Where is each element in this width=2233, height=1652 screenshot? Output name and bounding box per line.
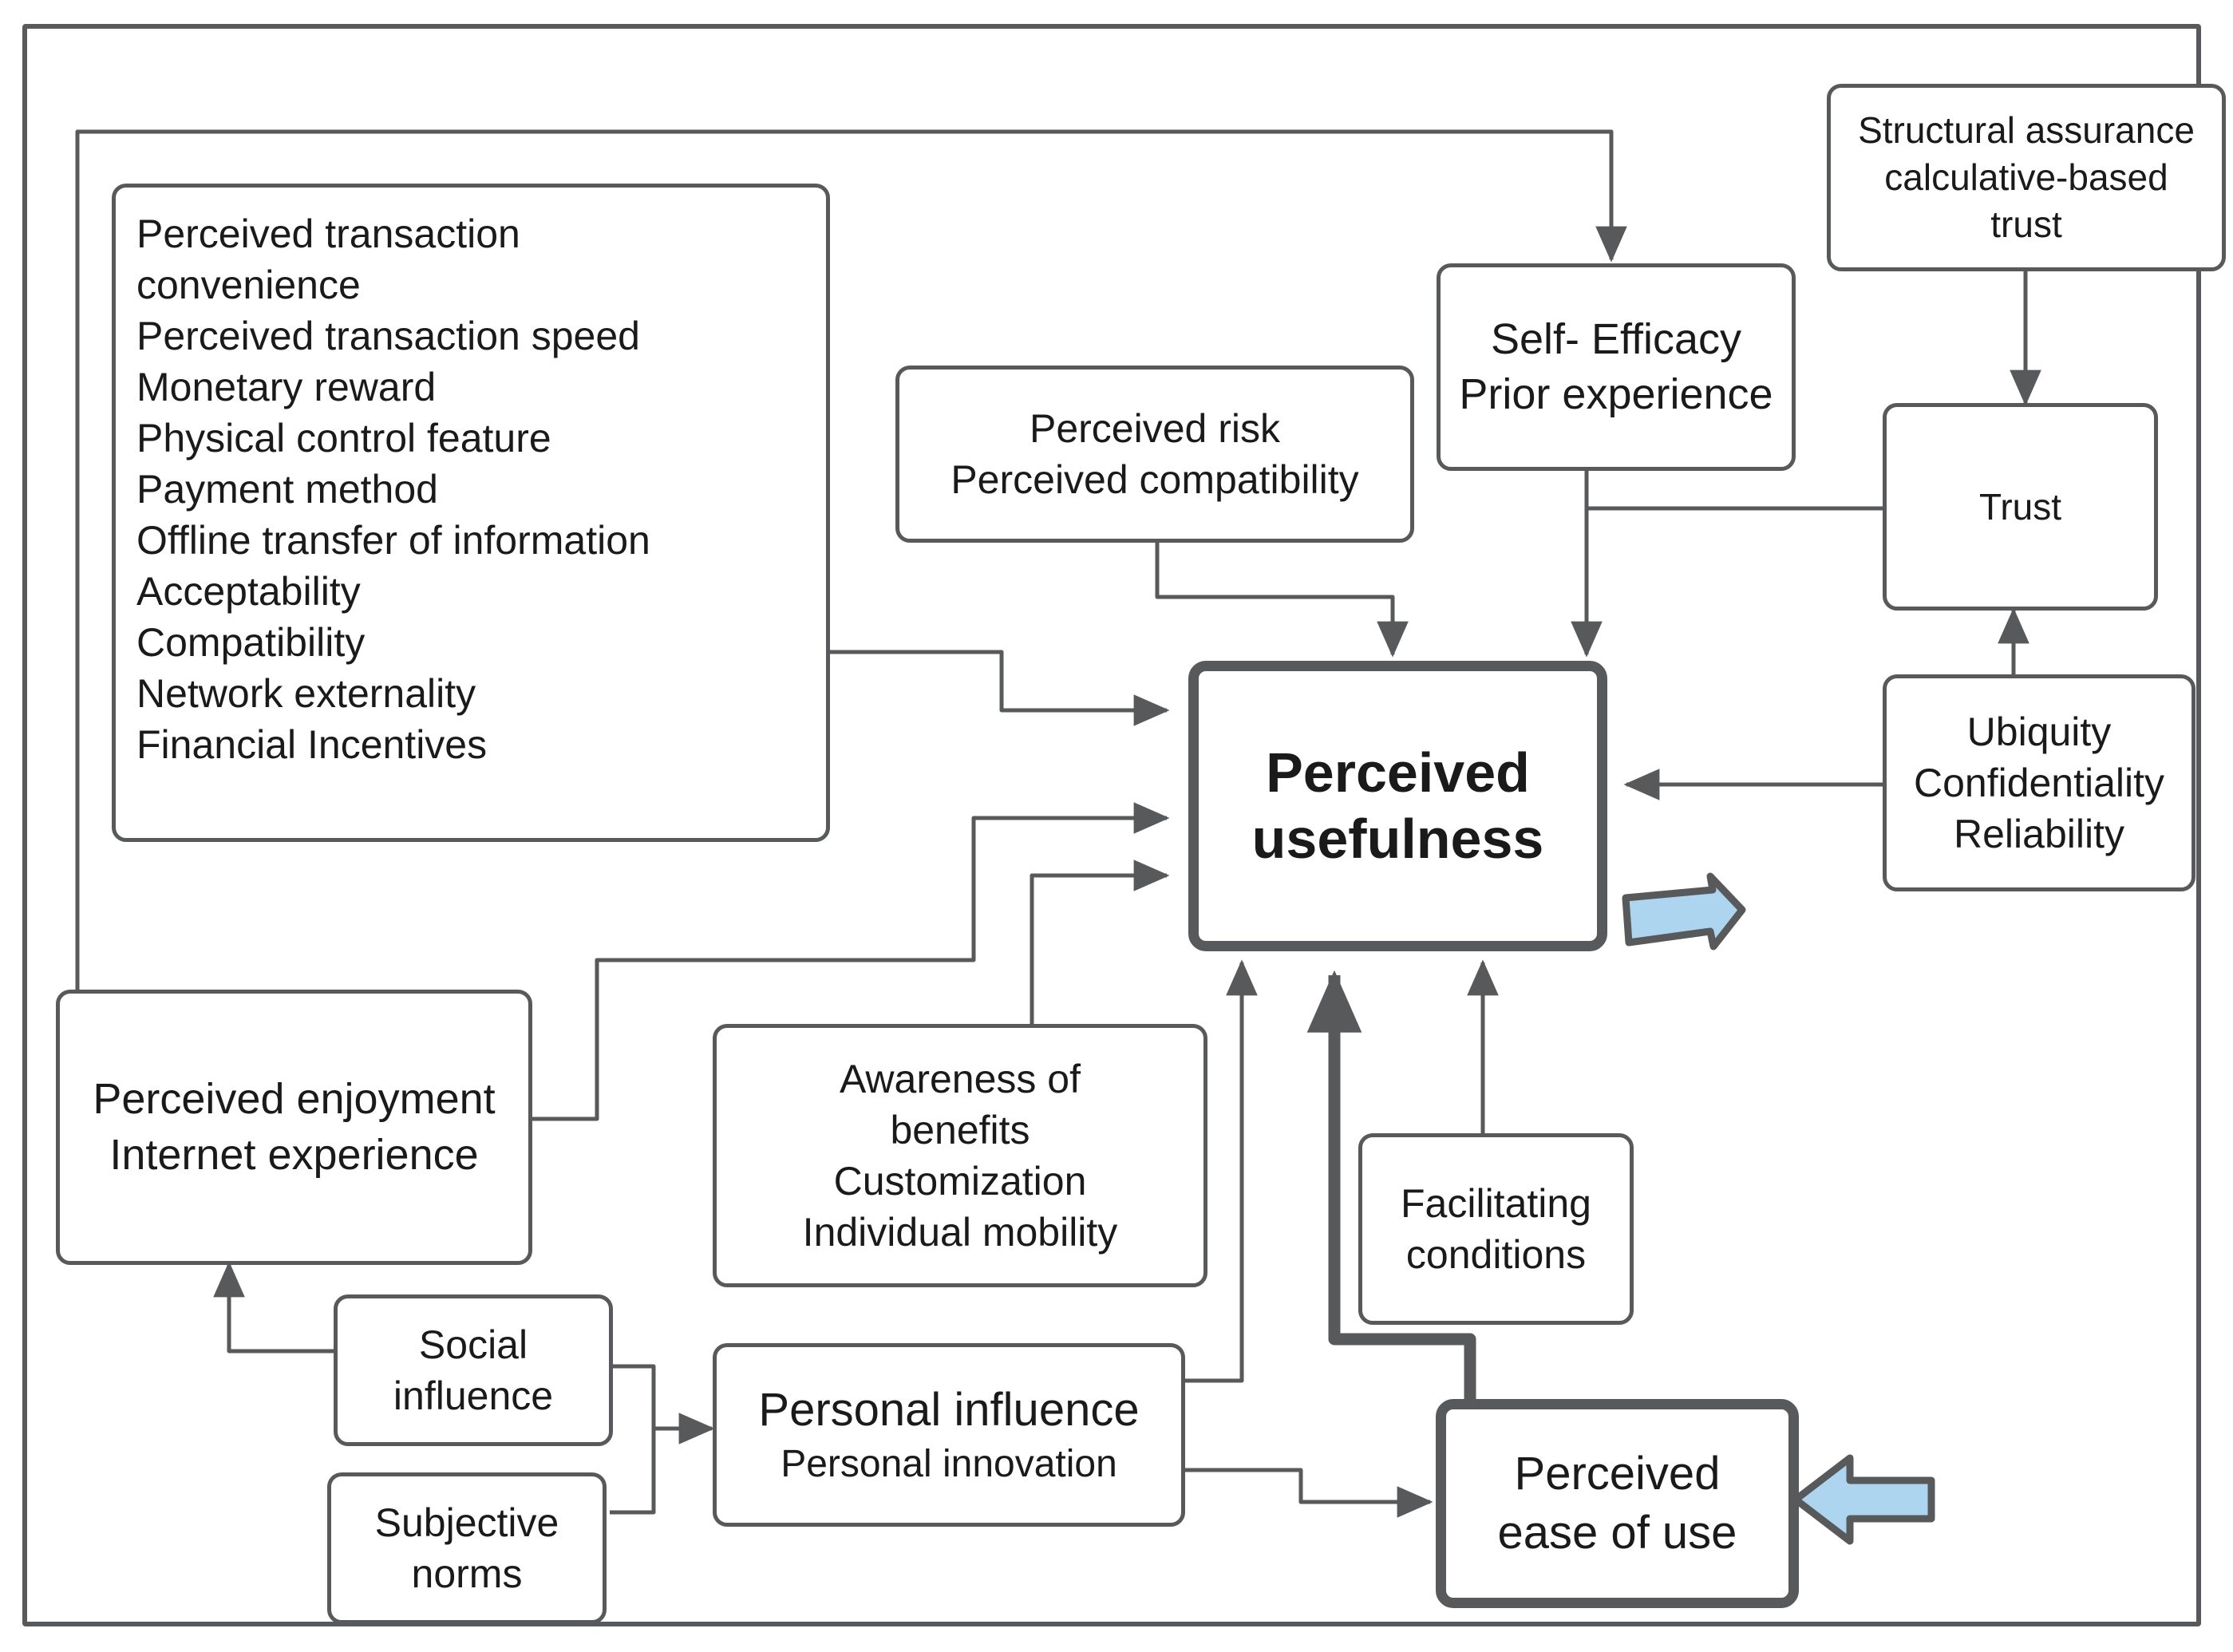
blue-arrow-usefulness-group [1622,872,1746,950]
wire-risk-to-usefulness [1155,543,1409,658]
personal-influence-primary: Personal influence [758,1384,1140,1437]
determinant-item: Financial Incentives [136,722,488,767]
node-line: Reliability [1954,812,2124,856]
determinant-item: Perceived transaction [136,211,520,256]
determinant-item: Perceived transaction speed [136,314,640,358]
wire-subjective-norms-merge [610,1429,656,1515]
node-perceived-enjoyment[interactable]: Perceived enjoyment Internet experience [56,990,532,1265]
node-line: Perceived risk [1030,406,1280,451]
wire-personal-influence-to-usefulness [1184,959,1258,1383]
node-line: Customization [833,1159,1087,1203]
node-facilitating-conditions[interactable]: Facilitating conditions [1358,1133,1634,1325]
node-awareness-benefits[interactable]: Awareness of benefits Customization Indi… [713,1024,1207,1287]
blue-arrow-ease-of-use-group [1792,1454,1935,1545]
node-line: benefits [890,1108,1030,1152]
node-determinants-list[interactable]: Perceived transaction convenience Percei… [112,184,830,842]
node-line: Prior experience [1459,370,1773,418]
node-line: Perceived compatibility [951,457,1359,502]
node-line: Perceived [1514,1447,1721,1500]
node-social-influence[interactable]: Social influence [334,1294,613,1446]
node-line: Trust [1978,485,2062,528]
diagram-outer-frame [22,24,2201,1626]
determinant-item: Acceptability [136,569,361,614]
node-perceived-usefulness[interactable]: Perceived usefulness [1188,661,1607,951]
node-line: ease of use [1497,1507,1737,1559]
node-perceived-risk[interactable]: Perceived risk Perceived compatibility [895,366,1414,543]
determinant-item: Compatibility [136,620,366,665]
blue-arrow-left-icon [1792,1454,1935,1545]
node-line: Self- Efficacy [1490,314,1742,363]
wire-social-influence-to-enjoyment [213,1261,335,1354]
personal-influence-secondary: Personal innovation [781,1443,1117,1486]
determinant-item: Monetary reward [136,365,437,409]
node-line: Social [418,1322,528,1367]
wire-social-influence-merge [612,1364,656,1429]
wire-enjoyment-to-usefulness [531,802,1170,1121]
node-line: trust [1990,203,2062,245]
node-line: Ubiquity [1966,709,2112,754]
node-line: norms [411,1551,523,1596]
node-line: Internet experience [109,1130,479,1179]
node-line: Confidentiality [1913,761,2165,805]
node-self-efficacy[interactable]: Self- Efficacy Prior experience [1437,263,1796,471]
node-line: Perceived [1266,741,1530,804]
node-line: Individual mobility [802,1210,1118,1255]
node-line: Subjective [374,1500,559,1545]
node-structural-assurance[interactable]: Structural assurance calculative-based t… [1827,84,2226,271]
node-line: usefulness [1251,808,1544,870]
node-perceived-ease-of-use[interactable]: Perceived ease of use [1436,1399,1799,1608]
wire-personal-influence-to-ease-of-use [1184,1468,1433,1518]
node-line: conditions [1405,1232,1587,1277]
wire-list-to-self-efficacy [75,129,1627,263]
determinant-item: convenience [136,263,361,307]
node-ubiquity-confidentiality-reliability[interactable]: Ubiquity Confidentiality Reliability [1883,674,2195,891]
blue-arrow-right-icon [1622,872,1746,950]
determinant-item: Network externality [136,671,476,716]
node-line: Perceived enjoyment [93,1075,496,1124]
node-subjective-norms[interactable]: Subjective norms [327,1472,607,1624]
node-line: Facilitating [1401,1181,1591,1226]
determinant-item: Payment method [136,467,438,512]
wire-awareness-to-usefulness [1030,860,1170,1040]
wire-list-to-usefulness [828,650,1170,726]
node-line: Awareness of [839,1057,1081,1101]
wire-ease-of-use-to-usefulness [1306,970,1476,1403]
node-line: calculative-based [1884,156,2168,199]
determinant-item: Offline transfer of information [136,518,650,563]
node-line: Structural assurance [1858,109,2195,152]
node-trust[interactable]: Trust [1883,403,2158,611]
node-personal-influence[interactable]: Personal influence Personal innovation [713,1343,1185,1527]
node-line: influence [393,1373,554,1418]
determinant-item: Physical control feature [136,416,551,460]
